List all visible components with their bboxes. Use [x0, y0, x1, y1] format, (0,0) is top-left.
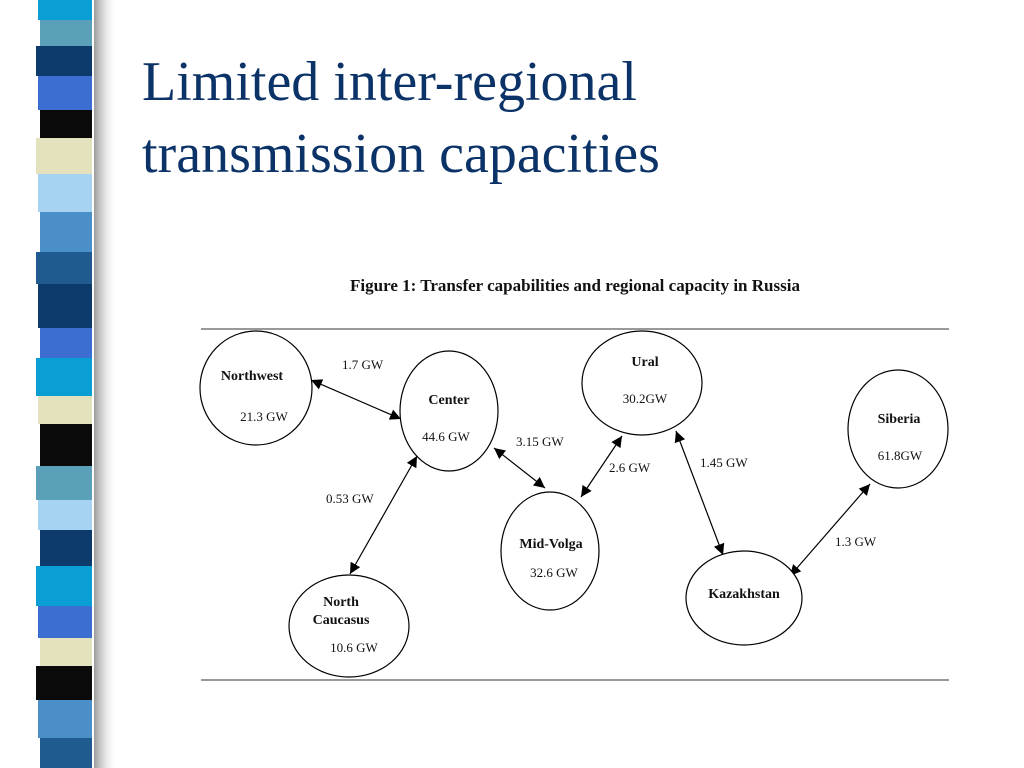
strip-block	[40, 212, 92, 252]
node-north-caucasus-name-line-1: North	[323, 595, 359, 610]
node-ural-capacity: 30.2GW	[623, 391, 668, 406]
node-mid-volga-capacity: 32.6 GW	[530, 565, 578, 580]
node-northwest: Northwest 21.3 GW	[199, 330, 313, 446]
strip-block	[38, 174, 92, 212]
edge-kazakhstan-siberia: 1.3 GW	[789, 483, 877, 577]
node-north-caucasus: North Caucasus 10.6 GW	[288, 574, 410, 678]
strip-block	[38, 0, 92, 20]
strip-block	[38, 284, 92, 328]
strip-block	[40, 530, 92, 566]
node-ural-name: Ural	[631, 355, 658, 370]
slide-title-line-2: transmission capacities	[142, 123, 660, 185]
edge-label-ural-mid-volga: 2.6 GW	[609, 460, 651, 475]
slide-title: Limited inter-regional transmission capa…	[142, 46, 942, 190]
strip-block	[36, 358, 92, 396]
node-northwest-name: Northwest	[221, 369, 284, 384]
node-center-capacity: 44.6 GW	[422, 429, 470, 444]
strip-block	[40, 328, 92, 358]
strip-block	[38, 76, 92, 110]
node-siberia-name: Siberia	[878, 412, 921, 427]
strip-block	[36, 666, 92, 700]
node-northwest-capacity: 21.3 GW	[240, 409, 288, 424]
edge-label-center-north-caucasus: 0.53 GW	[326, 491, 374, 506]
strip-block	[36, 46, 92, 76]
node-center-name: Center	[428, 393, 469, 408]
slide-title-line-1: Limited inter-regional	[142, 51, 637, 113]
edge-label-center-mid-volga: 3.15 GW	[516, 434, 564, 449]
node-north-caucasus-capacity: 10.6 GW	[330, 640, 378, 655]
strip-block	[36, 252, 92, 284]
edge-label-kazakhstan-siberia: 1.3 GW	[835, 534, 877, 549]
strip-block	[38, 396, 92, 424]
figure-caption: Figure 1: Transfer capabilities and regi…	[350, 276, 800, 295]
strip-block	[40, 738, 92, 768]
strip-block	[40, 110, 92, 138]
strip-block	[36, 566, 92, 606]
node-kazakhstan-name: Kazakhstan	[708, 587, 780, 602]
node-siberia-capacity: 61.8GW	[878, 448, 923, 463]
strip-block	[38, 700, 92, 738]
edge-ural-kazakhstan: 1.45 GW	[674, 430, 748, 556]
edge-center-mid-volga: 3.15 GW	[493, 434, 564, 489]
strip-block	[38, 500, 92, 530]
node-kazakhstan: Kazakhstan	[685, 550, 803, 646]
node-mid-volga-name: Mid-Volga	[519, 537, 582, 552]
strip-block	[40, 20, 92, 46]
edge-label-ural-kazakhstan: 1.45 GW	[700, 455, 748, 470]
edge-label-northwest-center: 1.7 GW	[342, 357, 384, 372]
edge-northwest-center: 1.7 GW	[310, 357, 402, 420]
node-north-caucasus-name-line-2: Caucasus	[313, 613, 370, 628]
node-center: Center 44.6 GW	[399, 350, 499, 472]
strip-block	[40, 424, 92, 466]
node-mid-volga: Mid-Volga 32.6 GW	[500, 491, 600, 611]
strip-block	[38, 606, 92, 638]
node-siberia: Siberia 61.8GW	[847, 369, 949, 489]
edge-ural-mid-volga: 2.6 GW	[580, 435, 651, 498]
decorative-color-strip	[36, 0, 118, 768]
node-ural: Ural 30.2GW	[581, 330, 703, 436]
edge-center-north-caucasus: 0.53 GW	[326, 455, 418, 575]
strip-block	[36, 138, 92, 174]
strip-block	[40, 638, 92, 666]
strip-block	[36, 466, 92, 500]
